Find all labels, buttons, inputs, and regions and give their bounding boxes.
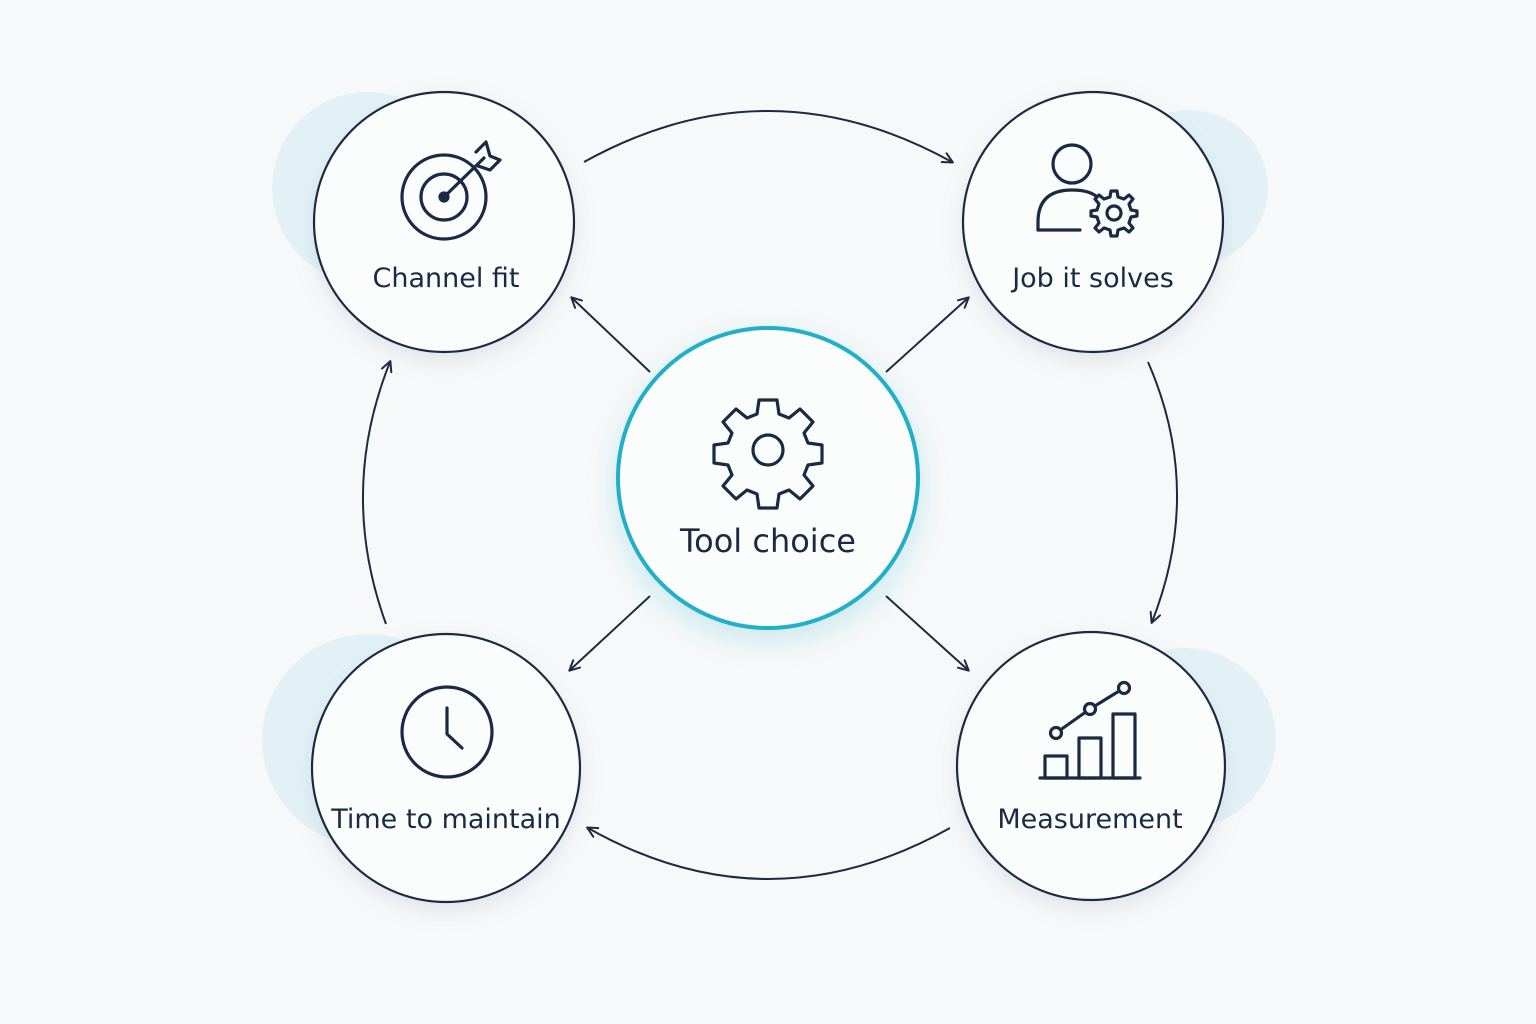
node-circle (312, 90, 576, 354)
arrow-time-to-channel (361, 360, 393, 625)
arrow-center-to-channel (570, 296, 651, 373)
arrow-center-to-job (885, 296, 970, 373)
node-circle (955, 630, 1227, 902)
center-label: Tool choice (679, 522, 856, 560)
arrow-center-to-measurement (885, 595, 970, 672)
node-time-to-maintain: Time to maintain (310, 632, 582, 904)
arrow-channel-to-job (583, 110, 954, 164)
radial-connectors (568, 296, 970, 672)
node-channel-fit: Channel fit (312, 90, 576, 354)
arrow-job-to-measurement (1147, 361, 1179, 624)
node-circle (310, 632, 582, 904)
target-icon (400, 140, 502, 241)
cycle-connectors (361, 110, 1179, 880)
node-label: Channel fit (372, 263, 519, 294)
node-measurement: Measurement (955, 630, 1227, 902)
node-label: Time to maintain (330, 804, 561, 835)
center-circle (616, 326, 920, 630)
arrow-center-to-time (568, 595, 651, 672)
node-tool-choice: Tool choice (616, 326, 920, 630)
node-job-it-solves: Job it solves (961, 90, 1225, 354)
clock-icon (400, 685, 494, 779)
gear-icon (712, 398, 824, 510)
node-label: Measurement (997, 804, 1182, 835)
arrow-measurement-to-time (586, 826, 951, 880)
user-gear-icon (1036, 143, 1139, 238)
node-label: Job it solves (1010, 263, 1174, 294)
node-circle (961, 90, 1225, 354)
bar-chart-trend-icon (1038, 680, 1142, 780)
